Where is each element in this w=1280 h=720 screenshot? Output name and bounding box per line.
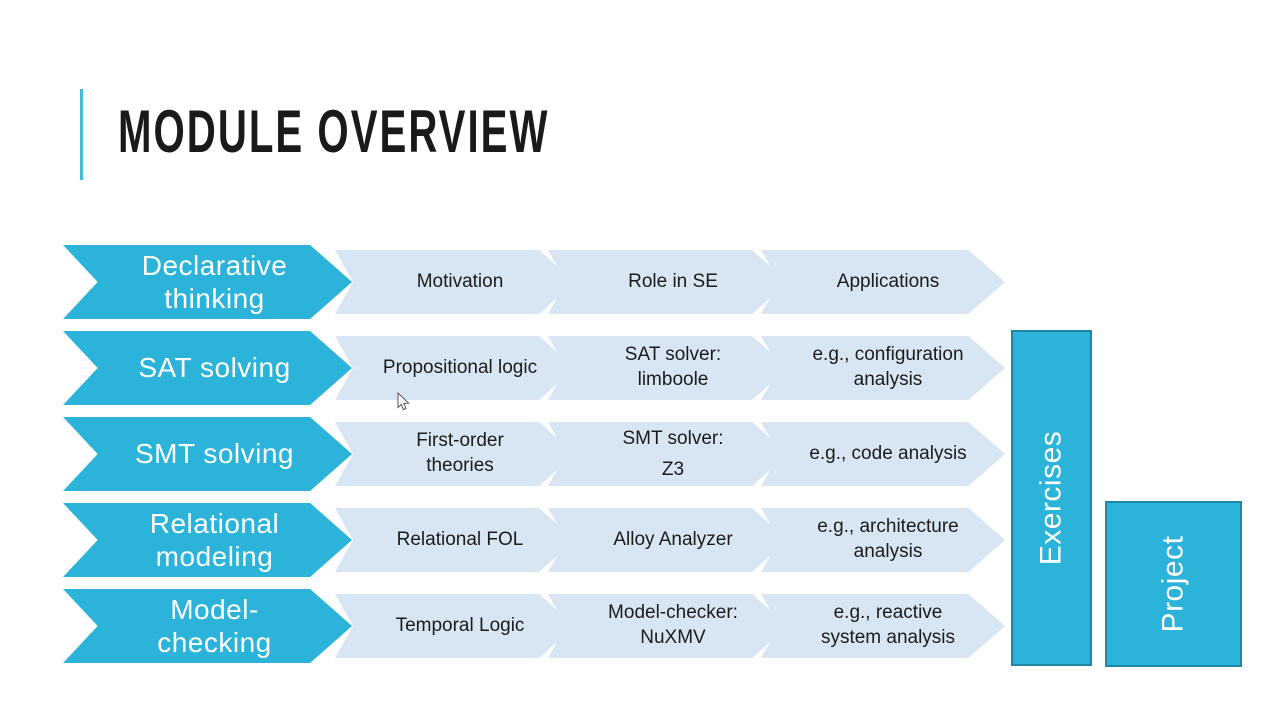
- exercises-label: Exercises: [1034, 430, 1068, 566]
- step-label: e.g., architecture analysis: [817, 516, 959, 562]
- step-chevron: SMT solver: Z3: [548, 422, 788, 486]
- step-label: e.g., code analysis: [809, 442, 967, 464]
- exercises-box: Exercises: [1011, 330, 1092, 666]
- project-box: Project: [1105, 501, 1242, 667]
- mouse-cursor-icon: [397, 392, 410, 411]
- diagram-row-smt-solving: SMT solving First-order theories SMT sol…: [0, 417, 1280, 491]
- step-chevron: Role in SE: [548, 250, 788, 314]
- step-label: Alloy Analyzer: [613, 528, 733, 550]
- step-label: SAT solver: limboole: [624, 344, 722, 390]
- step-chevron: e.g., reactive system analysis: [761, 594, 1005, 658]
- stage-arrow: SAT solving: [63, 331, 352, 405]
- stage-label: SMT solving: [134, 438, 295, 470]
- stage-label: SAT solving: [138, 352, 291, 384]
- step-chevron: e.g., architecture analysis: [761, 508, 1005, 572]
- project-label: Project: [1156, 535, 1190, 633]
- step-label: First-order theories: [416, 430, 504, 476]
- step-label: Role in SE: [628, 270, 718, 292]
- step-label: e.g., reactive system analysis: [820, 602, 956, 648]
- step-label: e.g., configuration analysis: [812, 344, 964, 390]
- title-accent-bar: [80, 89, 83, 180]
- diagram-row-sat-solving: SAT solving Propositional logic SAT solv…: [0, 331, 1280, 405]
- stage-label: Relational modeling: [149, 507, 280, 572]
- step-chevron: Motivation: [335, 250, 575, 314]
- step-chevron: Temporal Logic: [335, 594, 575, 658]
- step-label: Model-checker: NuXMV: [608, 602, 738, 648]
- stage-label: Declarative thinking: [141, 249, 288, 314]
- slide-title: MODULE OVERVIEW: [118, 98, 550, 165]
- diagram-row-declarative-thinking: Declarative thinking Motivation Role in …: [0, 245, 1280, 319]
- step-label: Applications: [836, 270, 940, 292]
- step-label: Motivation: [416, 270, 504, 292]
- step-chevron: First-order theories: [335, 422, 575, 486]
- stage-arrow: Declarative thinking: [63, 245, 352, 319]
- diagram-row-relational-modeling: Relational modeling Relational FOL Alloy…: [0, 503, 1280, 577]
- step-chevron: Applications: [761, 250, 1005, 314]
- step-label: Relational FOL: [396, 528, 524, 550]
- step-chevron: SAT solver: limboole: [548, 336, 788, 400]
- step-chevron: Relational FOL: [335, 508, 575, 572]
- stage-arrow: SMT solving: [63, 417, 352, 491]
- step-label: Propositional logic: [382, 356, 538, 378]
- step-chevron: e.g., configuration analysis: [761, 336, 1005, 400]
- diagram-row-model-checking: Model- checking Temporal Logic Model-che…: [0, 589, 1280, 663]
- step-label: Temporal Logic: [395, 614, 525, 636]
- step-chevron: Propositional logic: [335, 336, 575, 400]
- stage-label: Model- checking: [157, 593, 272, 658]
- stage-arrow: Relational modeling: [63, 503, 352, 577]
- step-chevron: Alloy Analyzer: [548, 508, 788, 572]
- stage-arrow: Model- checking: [63, 589, 352, 663]
- step-label: SMT solver: Z3: [622, 427, 724, 480]
- step-chevron: e.g., code analysis: [761, 422, 1005, 486]
- step-chevron: Model-checker: NuXMV: [548, 594, 788, 658]
